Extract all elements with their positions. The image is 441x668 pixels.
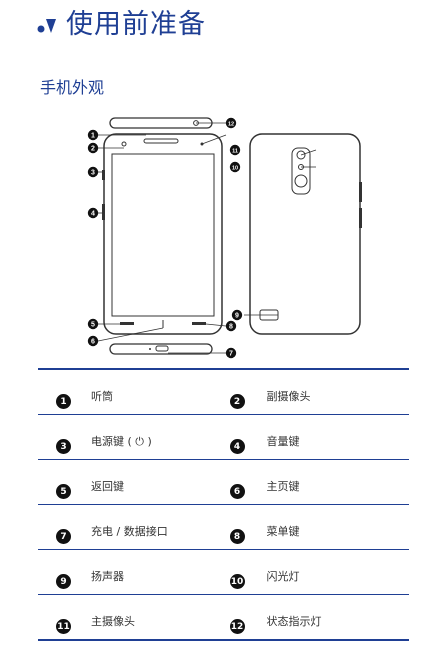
table-row: 3 电源键 ( ⏻ ) 4 音量键 <box>38 415 409 460</box>
part-label: 状态指示灯 <box>266 615 322 628</box>
callout-2: 2 <box>91 146 95 153</box>
part-label: 闪光灯 <box>266 570 300 583</box>
callout-6: 6 <box>91 339 95 346</box>
number-badge: 3 <box>56 439 71 454</box>
part-label: 主页键 <box>266 480 300 493</box>
phone-screen <box>111 153 215 317</box>
table-row: 7 充电 / 数据接口 8 菜单键 <box>38 505 409 550</box>
callout-7: 7 <box>229 351 233 358</box>
phone-front <box>103 133 223 335</box>
part-label: 听筒 <box>91 390 113 403</box>
part-cell: 2 副摄像头 <box>224 370 410 409</box>
main-camera <box>296 150 306 160</box>
parts-table: 1 听筒 2 副摄像头 3 电源键 ( ⏻ ) 4 音量键 5 返回键 6 主页键 7 充电 … <box>38 368 409 641</box>
page-title: 使用前准备 <box>66 9 206 40</box>
part-cell: 4 音量键 <box>224 415 410 454</box>
callout-4: 4 <box>91 211 95 218</box>
callout-1: 1 <box>91 133 95 140</box>
number-badge: 2 <box>229 394 245 409</box>
callout-12: 12 <box>228 122 234 128</box>
callout-10: 10 <box>232 166 238 172</box>
number-badge: 6 <box>229 484 245 499</box>
part-cell: 10 闪光灯 <box>224 550 410 589</box>
part-cell: 11 主摄像头 <box>38 595 224 634</box>
bullet-mark-icon <box>37 19 56 33</box>
page-header: 使用前准备 <box>36 8 206 42</box>
part-cell: 7 充电 / 数据接口 <box>38 505 224 544</box>
part-cell: 9 扬声器 <box>38 550 224 589</box>
volume-key <box>102 204 105 220</box>
back-key <box>120 322 134 325</box>
phone-bottom-edge <box>109 343 213 355</box>
number-badge: 10 <box>229 574 245 589</box>
power-key <box>102 170 105 180</box>
number-badge: 5 <box>56 484 71 499</box>
menu-key <box>192 322 206 325</box>
usb-port <box>155 345 169 352</box>
phone-appearance-figure: 1 2 3 4 5 6 7 8 9 10 11 12 <box>87 117 362 359</box>
table-row: 5 返回键 6 主页键 <box>38 460 409 505</box>
callout-9: 9 <box>235 313 239 320</box>
callout-5: 5 <box>91 322 95 329</box>
number-badge: 8 <box>229 529 245 544</box>
part-label: 菜单键 <box>266 525 300 538</box>
number-badge: 1 <box>56 394 71 409</box>
back-side-key <box>359 182 362 202</box>
phone-back <box>249 133 361 335</box>
part-label: 扬声器 <box>91 570 124 583</box>
part-label: 充电 / 数据接口 <box>91 525 168 538</box>
part-cell: 6 主页键 <box>224 460 410 499</box>
number-badge: 11 <box>56 619 71 634</box>
number-badge: 12 <box>229 619 245 634</box>
part-label: 副摄像头 <box>266 390 311 403</box>
number-badge: 9 <box>56 574 71 589</box>
table-row: 9 扬声器 10 闪光灯 <box>38 550 409 595</box>
number-badge: 4 <box>229 439 245 454</box>
part-cell: 8 菜单键 <box>224 505 410 544</box>
callout-11: 11 <box>232 149 238 155</box>
camera-module <box>291 147 311 195</box>
part-label: 主摄像头 <box>91 615 135 628</box>
part-label: 返回键 <box>91 480 124 493</box>
callout-8: 8 <box>229 324 233 331</box>
part-label: 音量键 <box>266 435 300 448</box>
part-cell: 3 电源键 ( ⏻ ) <box>38 415 224 454</box>
number-badge: 7 <box>56 529 71 544</box>
table-row: 11 主摄像头 12 状态指示灯 <box>38 595 409 641</box>
part-cell: 5 返回键 <box>38 460 224 499</box>
front-camera <box>121 141 127 147</box>
mic-hole <box>149 348 151 350</box>
part-cell: 12 状态指示灯 <box>224 595 410 634</box>
part-label: 电源键 ( ⏻ ) <box>91 435 152 448</box>
section-title: 手机外观 <box>40 78 105 97</box>
callout-3: 3 <box>91 170 95 177</box>
back-side-key2 <box>359 208 362 228</box>
main-camera-lens <box>294 174 308 188</box>
part-cell: 1 听筒 <box>38 370 224 409</box>
table-row: 1 听筒 2 副摄像头 <box>38 370 409 415</box>
earpiece <box>143 138 179 144</box>
